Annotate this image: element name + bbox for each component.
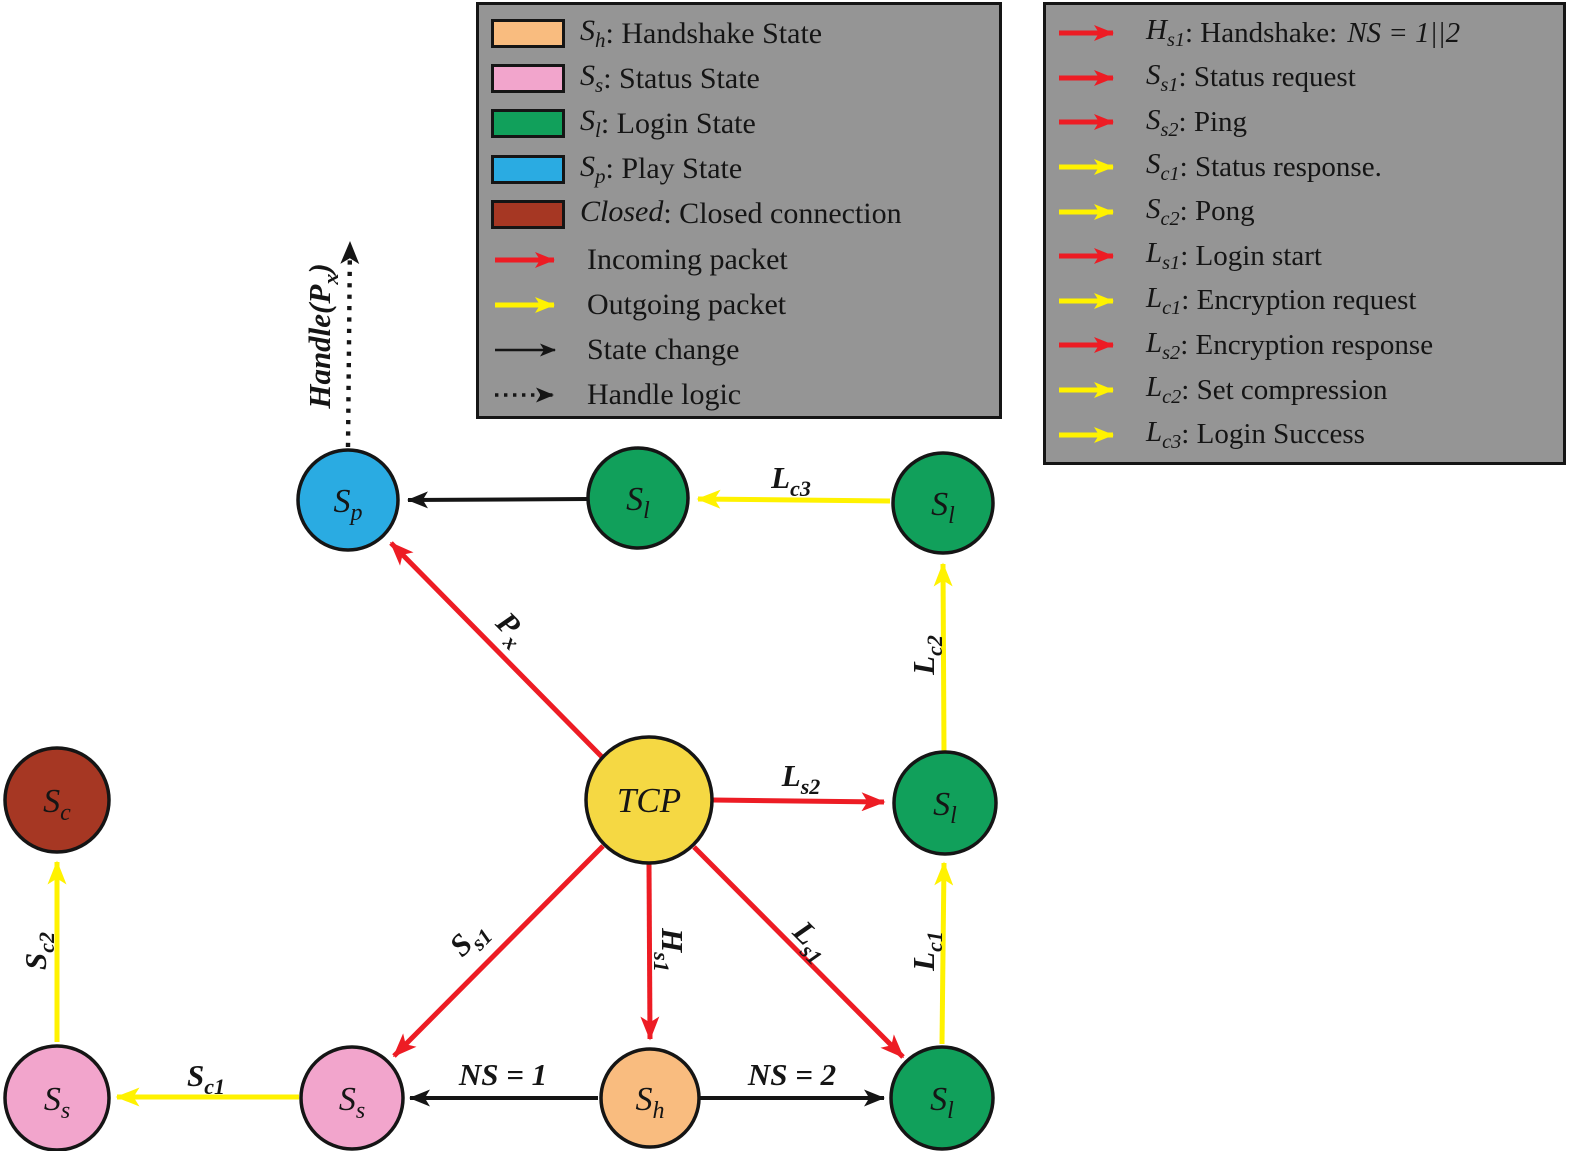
legend-item-outgoing-packet: Outgoing packet	[491, 282, 999, 327]
node-status-left	[3, 1044, 111, 1151]
node-play-state	[296, 448, 400, 552]
legend-item-ss1: Ss1: Status request	[1056, 56, 1563, 101]
edge-lc2-arrow	[933, 562, 953, 753]
yellow-arrow-icon	[1059, 159, 1114, 176]
edge-label-sc1: Sc1	[187, 1058, 225, 1099]
edge-label-ls1: Ls1	[781, 913, 838, 970]
node-label-sl-top-right: Sl	[931, 486, 955, 529]
node-login-mid-right	[892, 750, 998, 856]
edge-label-ls2: Ls2	[781, 758, 821, 799]
yellow-arrow-icon	[1059, 203, 1114, 220]
legend-item-sc1: Sc1: Status response.	[1056, 145, 1563, 190]
node-label-ss-left: Ss	[44, 1081, 70, 1124]
handle-logic-arrow-icon	[495, 387, 554, 403]
yellow-arrow-icon	[1059, 292, 1114, 309]
edge-lc1-arrow	[934, 861, 954, 1045]
legend-item-lc3: Lc3: Login Success	[1056, 412, 1563, 457]
legend-item-handle-logic: Handle logic	[491, 373, 999, 418]
legend-item-status-state: Ss: Status State	[491, 56, 999, 101]
state-change-arrow-icon	[495, 343, 556, 357]
play-color-swatch	[491, 154, 565, 184]
legend-packet-types: Hs1: Handshake:NS = 1||2 Ss1: Status req…	[1043, 2, 1566, 465]
legend-item-lc1: Lc1: Encryption request	[1056, 279, 1563, 324]
edge-label-ns1: NS = 1	[458, 1057, 547, 1092]
legend-item-closed-connection: Closed: Closed connection	[491, 192, 999, 237]
edge-ss1-arrow	[392, 844, 605, 1058]
red-arrow-icon	[1059, 25, 1114, 42]
node-label-sl-top-mid: Sl	[626, 481, 650, 524]
edge-hs1-arrow	[640, 862, 660, 1041]
legend-item-ls2: Ls2: Encryption response	[1056, 323, 1563, 368]
edge-state-change-login-to-play	[407, 491, 589, 509]
node-label-sl-bottom-right: Sl	[930, 1081, 954, 1124]
legend-item-sc2: Sc2: Pong	[1056, 189, 1563, 234]
outgoing-packet-arrow-icon	[495, 296, 555, 313]
legend-item-login-state: Sl: Login State	[491, 101, 999, 146]
node-label-sp: Sp	[334, 483, 363, 526]
edge-label-sc2: Sc2	[18, 932, 59, 970]
status-color-swatch	[491, 64, 565, 94]
legend-item-ss2: Ss2: Ping	[1056, 100, 1563, 145]
node-status-mid	[299, 1045, 405, 1151]
legend-item-hs1: Hs1: Handshake:NS = 1||2	[1056, 11, 1563, 56]
edge-lc3-arrow	[696, 489, 891, 509]
node-label-sl-mid-right: Sl	[933, 786, 957, 829]
legend-item-incoming-packet: Incoming packet	[491, 237, 999, 282]
node-handshake	[599, 1047, 701, 1149]
edge-label-hs1: Hs1	[649, 927, 690, 972]
red-arrow-icon	[1059, 114, 1114, 131]
legend-item-lc2: Lc2: Set compression	[1056, 368, 1563, 413]
edge-label-lc1: Lc1	[906, 931, 947, 972]
legend-item-state-change: State change	[491, 327, 999, 372]
node-label-sc: Sc	[43, 783, 71, 826]
edge-ls2-arrow	[712, 792, 886, 812]
yellow-arrow-icon	[1059, 426, 1114, 443]
red-arrow-icon	[1059, 337, 1114, 354]
node-label-ss-mid: Ss	[339, 1081, 365, 1124]
legend-item-play-state: Sp: Play State	[491, 147, 999, 192]
node-login-top-mid	[586, 446, 690, 550]
edge-label-ns2: NS = 2	[747, 1057, 836, 1092]
node-label-sh: Sh	[636, 1081, 665, 1124]
node-login-top-right	[891, 451, 995, 555]
incoming-packet-arrow-icon	[495, 251, 555, 268]
legend-item-handshake-state: Sh: Handshake State	[491, 11, 999, 56]
edge-handle-logic-arrow	[340, 241, 360, 448]
red-arrow-icon	[1059, 69, 1114, 86]
legend-states-and-arrow-types: Sh: Handshake State Ss: Status State Sl:…	[476, 2, 1002, 419]
edge-label-lc3: Lc3	[770, 460, 811, 501]
edge-label-lc2: Lc2	[906, 635, 947, 676]
edge-label-handle: Handle(Px)	[302, 263, 343, 409]
node-closed	[3, 746, 111, 854]
node-label-tcp: TCP	[617, 781, 681, 820]
node-login-bottom-right	[889, 1045, 995, 1151]
handshake-color-swatch	[491, 19, 565, 49]
yellow-arrow-icon	[1059, 382, 1114, 399]
legend-item-ls1: Ls1: Login start	[1056, 234, 1563, 279]
red-arrow-icon	[1059, 248, 1114, 265]
closed-color-swatch	[491, 199, 565, 229]
edge-px-arrow	[389, 541, 604, 759]
login-color-swatch	[491, 109, 565, 139]
node-tcp	[584, 735, 714, 865]
edge-ls1-arrow	[692, 845, 905, 1059]
